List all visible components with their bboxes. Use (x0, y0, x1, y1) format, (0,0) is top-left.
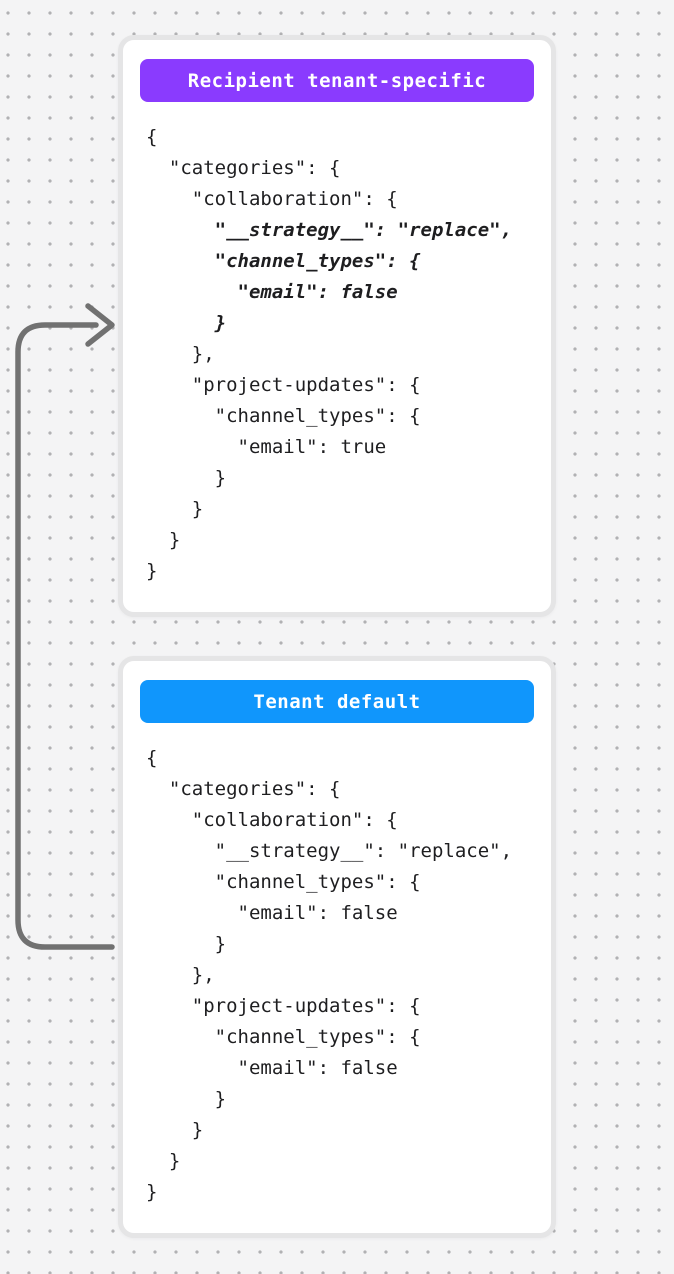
code-line: } (146, 560, 158, 582)
code-line: "email": false (146, 281, 398, 303)
code-line: } (146, 1181, 158, 1203)
code-line: "email": false (146, 902, 398, 924)
code-line: } (146, 933, 227, 955)
card-recipient-tenant-specific: Recipient tenant-specific { "categories"… (118, 35, 556, 617)
code-line: } (146, 312, 227, 334)
recipient-json-code-block: { "categories": { "collaboration": { "__… (146, 122, 534, 587)
recipient-tenant-specific-badge: Recipient tenant-specific (140, 59, 534, 102)
code-line: "channel_types": { (146, 250, 421, 272)
code-line: "channel_types": { (146, 1026, 421, 1048)
code-line: }, (146, 964, 215, 986)
tenant-default-badge: Tenant default (140, 680, 534, 723)
code-line: } (146, 467, 227, 489)
code-line: "channel_types": { (146, 405, 421, 427)
card-tenant-default: Tenant default { "categories": { "collab… (118, 656, 556, 1238)
code-line: } (146, 1119, 204, 1141)
code-line: "email": true (146, 436, 387, 458)
code-line: "project-updates": { (146, 374, 421, 396)
code-line: "project-updates": { (146, 995, 421, 1017)
code-line: { (146, 747, 158, 769)
code-line: "categories": { (146, 778, 341, 800)
code-line: "collaboration": { (146, 188, 398, 210)
code-line: } (146, 498, 204, 520)
flow-arrow-icon (15, 303, 115, 950)
code-line: "email": false (146, 1057, 398, 1079)
code-line: } (146, 529, 181, 551)
code-line: }, (146, 343, 215, 365)
code-line: } (146, 1150, 181, 1172)
code-line: "collaboration": { (146, 809, 398, 831)
code-line: "channel_types": { (146, 871, 421, 893)
code-line: { (146, 126, 158, 148)
tenant-default-json-code-block: { "categories": { "collaboration": { "__… (146, 743, 534, 1208)
code-line: "__strategy__": "replace", (146, 840, 513, 862)
code-line: "__strategy__": "replace", (146, 219, 513, 241)
code-line: } (146, 1088, 227, 1110)
code-line: "categories": { (146, 157, 341, 179)
